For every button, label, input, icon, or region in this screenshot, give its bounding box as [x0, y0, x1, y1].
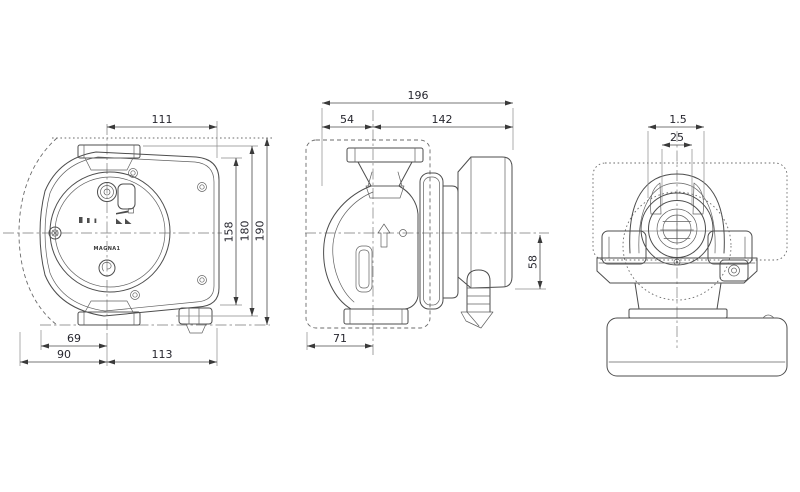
end-stator-hidden-circle — [622, 191, 732, 301]
end-right-wing — [707, 230, 753, 265]
end-dimensions: 1.5 25 — [647, 113, 705, 206]
plug-latch — [719, 259, 749, 282]
dim-side-port-offset: 54 — [340, 113, 354, 126]
flow-arrow-icon — [377, 223, 391, 248]
side-insulation-shell-outline — [305, 139, 431, 329]
dim-front-height-mid: 180 — [239, 221, 252, 242]
end-view: 1.5 25 — [592, 113, 788, 377]
vent-plug-icon — [399, 229, 407, 237]
capacity-bars-icon — [79, 217, 97, 223]
side-bottom-flange — [343, 308, 409, 325]
dim-front-bottom-right: 113 — [152, 348, 173, 361]
dim-front-bottom-left: 90 — [57, 348, 71, 361]
front-bottom-flange — [77, 300, 141, 326]
end-left-wing — [601, 230, 647, 265]
dim-front-height-total: 190 — [254, 221, 267, 242]
side-dimensions: 196 54 142 58 71 — [306, 89, 546, 350]
dim-side-axis-to-bottom: 58 — [527, 255, 540, 269]
front-pump-head — [39, 151, 220, 317]
front-top-flange — [77, 144, 141, 171]
grundfos-logo-icon — [98, 259, 116, 277]
side-view: 196 54 142 58 71 — [305, 89, 549, 357]
cable-entry-icon — [466, 269, 491, 313]
end-insulation-shell-outline — [592, 162, 788, 261]
dim-front-height-inner: 158 — [223, 222, 236, 243]
side-volute — [323, 185, 419, 310]
side-flange-and-neck — [346, 147, 424, 199]
end-port-bore-circle — [656, 208, 698, 250]
product-label: MAGNA1 — [94, 246, 121, 252]
dim-side-port-to-back: 142 — [432, 113, 453, 126]
end-control-box — [606, 282, 788, 377]
front-view: MAGNA1 111 158 180 190 69 90 113 — [3, 113, 272, 366]
side-motor-and-clamp — [419, 172, 459, 310]
side-control-box — [457, 156, 513, 329]
dim-side-shell-to-axis: 71 — [333, 332, 347, 345]
ramp-icon — [116, 208, 134, 215]
front-face-circle — [49, 171, 171, 293]
drain-screw-icon — [673, 258, 681, 266]
dim-front-bottom-inner: 69 — [67, 332, 81, 345]
end-pump-head — [601, 173, 753, 266]
front-face-screws — [128, 168, 207, 300]
dim-end-port-bore: 25 — [670, 131, 684, 144]
dim-end-port-thread: 1.5 — [669, 113, 687, 126]
front-outlet-union — [178, 307, 213, 334]
display-window — [117, 183, 136, 210]
pump-curves-icon — [116, 218, 132, 224]
front-insulation-shell-outline — [18, 137, 272, 326]
control-knob-icon — [97, 182, 117, 202]
end-terminal-box — [596, 257, 758, 284]
front-dimensions: 111 158 180 190 69 90 113 — [19, 113, 270, 366]
dim-side-total-length: 196 — [408, 89, 429, 102]
clamp-screw-icon — [48, 226, 62, 240]
dim-front-top-width: 111 — [152, 113, 173, 126]
